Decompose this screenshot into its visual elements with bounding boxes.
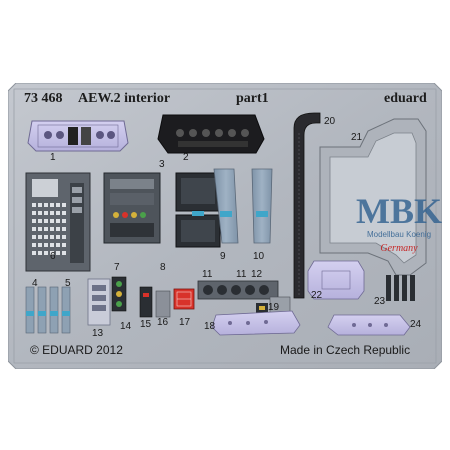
part-number: 9 (220, 251, 226, 262)
part-label: part1 (236, 91, 269, 106)
part-3-8-stacked-panels (175, 172, 221, 248)
part-number: 24 (410, 319, 422, 330)
photo-etch-fret (8, 83, 442, 369)
part-22-block (307, 260, 365, 300)
fret-inner-outline (13, 88, 437, 364)
part-24-shroud (327, 314, 411, 336)
part-number: 13 (92, 328, 104, 339)
part-number: 18 (204, 321, 216, 332)
part-number: 22 (311, 290, 323, 301)
part-number: 4 (32, 278, 38, 289)
mbk-country: Germany (380, 243, 418, 254)
part-number: 14 (120, 321, 132, 332)
mbk-wordmark: MBK (356, 191, 442, 231)
part-7-indicator-panel (103, 172, 161, 244)
part-18-shroud (211, 310, 301, 336)
origin-text: Made in Czech Republic (280, 343, 411, 357)
part-number: 11 (236, 269, 247, 280)
part-21-frame (319, 118, 427, 276)
part-number: 21 (351, 132, 363, 143)
parts-15-16-small-boxes (139, 286, 171, 318)
part-number: 11 (202, 269, 213, 280)
part-number: 20 (324, 116, 336, 127)
part-number: 3 (159, 159, 165, 170)
brand-logo: eduard (384, 91, 427, 106)
part-number: 7 (114, 262, 120, 273)
parts-9-10-seat-belts (213, 168, 273, 244)
part-17-red-panel (173, 288, 195, 310)
part-number: 23 (374, 296, 386, 307)
part-number: 16 (157, 317, 169, 328)
parts-11-12-instrument-strip (197, 280, 279, 317)
part-number: 2 (183, 152, 189, 163)
part-14-indicator-stack (111, 276, 127, 312)
mbk-watermark-logo: MBK Modellbau Koenig Germany (352, 189, 447, 273)
part-20-curved-strip (293, 112, 321, 299)
part-number: 5 (65, 278, 71, 289)
part-6-grid-panel (25, 172, 91, 272)
part-number: 8 (160, 262, 166, 273)
part-23-strips (386, 275, 415, 301)
part-2-black-panel (157, 114, 265, 154)
part-1-instrument-panel (27, 120, 129, 152)
copyright-text: © EDUARD 2012 (30, 343, 123, 357)
product-code: 73 468 (24, 91, 63, 106)
part-number: 17 (179, 317, 191, 328)
part-13-small-panel (87, 278, 111, 326)
part-number: 1 (50, 152, 56, 163)
part-number: 12 (251, 269, 263, 280)
parts-4-5-strips (25, 286, 71, 334)
product-name: AEW.2 interior (78, 91, 171, 106)
part-number: 15 (140, 319, 152, 330)
part-number: 6 (50, 251, 56, 262)
part-number: 19 (268, 302, 280, 313)
part-number: 10 (253, 251, 265, 262)
mbk-subtitle: Modellbau Koenig (367, 230, 431, 239)
